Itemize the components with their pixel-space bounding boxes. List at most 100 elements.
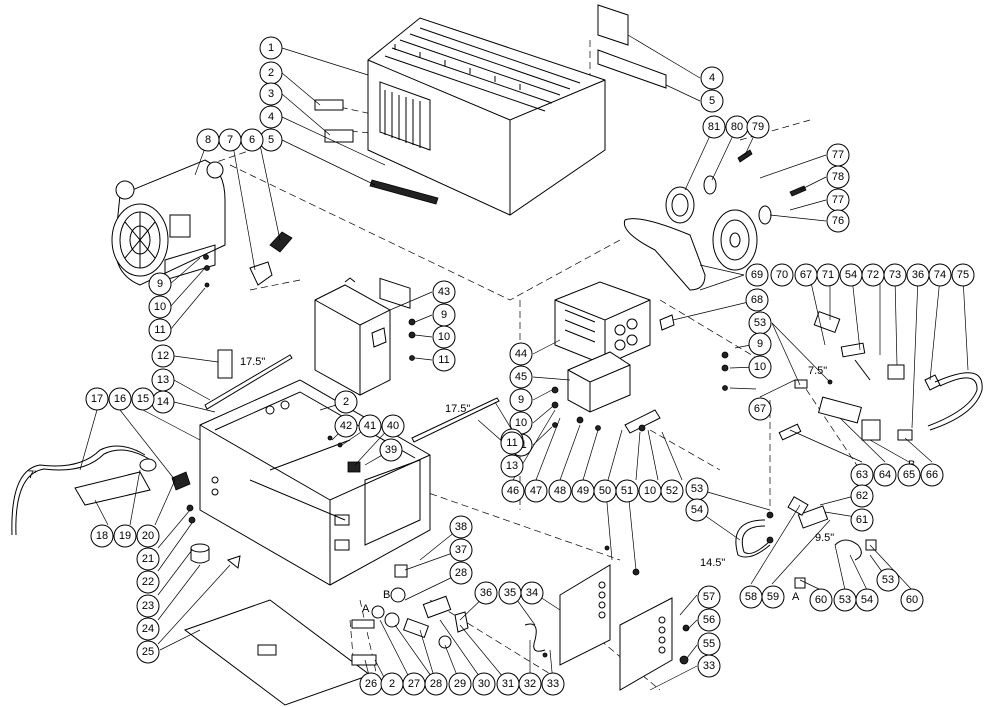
letter-a-right: A: [792, 591, 800, 603]
svg-text:61: 61: [856, 514, 868, 526]
label-5-top: [597, 49, 667, 89]
svg-text:1: 1: [268, 42, 274, 54]
svg-text:69: 69: [751, 269, 763, 281]
svg-text:2: 2: [343, 396, 349, 408]
callout: 10: [432, 325, 456, 349]
svg-text:73: 73: [889, 269, 901, 281]
callout: 73: [883, 263, 907, 287]
callout: 32: [518, 672, 542, 696]
dim-7-5: 7.5": [808, 365, 827, 377]
callout: 10: [148, 295, 172, 319]
svg-text:35: 35: [504, 587, 516, 599]
strain-relief: [269, 231, 293, 253]
rail-left: [204, 354, 293, 410]
hardware: [186, 254, 833, 665]
svg-text:14: 14: [157, 396, 169, 408]
svg-text:77: 77: [832, 149, 844, 161]
callout: 10: [638, 479, 662, 503]
callout: 2: [380, 672, 404, 696]
svg-text:18: 18: [96, 530, 108, 542]
callout: 27: [402, 672, 426, 696]
plumbing: [778, 311, 983, 441]
svg-text:19: 19: [119, 530, 131, 542]
callout: 71: [816, 263, 840, 287]
leader-lines: [79, 34, 969, 691]
callout: 18: [90, 524, 114, 548]
svg-text:37: 37: [455, 544, 467, 556]
callout: 36: [474, 581, 498, 605]
svg-text:64: 64: [879, 469, 891, 481]
callout: 66: [920, 463, 944, 487]
panel-cover: [619, 597, 673, 691]
svg-text:67: 67: [800, 269, 812, 281]
callout: 1: [259, 36, 283, 60]
callout: 68: [745, 288, 769, 312]
svg-text:80: 80: [731, 121, 743, 133]
svg-text:46: 46: [507, 485, 519, 497]
svg-text:6: 6: [249, 134, 255, 146]
callout: 53: [876, 568, 900, 592]
callout: 33: [541, 672, 565, 696]
svg-text:76: 76: [832, 215, 844, 227]
rail-right: [411, 397, 500, 443]
svg-text:2: 2: [268, 67, 274, 79]
callout: 45: [509, 365, 533, 389]
svg-text:42: 42: [340, 420, 352, 432]
pump-mount-plate: [567, 351, 631, 413]
callout: 20: [136, 524, 160, 548]
dim-7-ft: 7': [28, 469, 36, 481]
callout: 79: [746, 115, 770, 139]
bulkhead-fittings: [351, 564, 469, 666]
callout: 3: [259, 82, 283, 106]
svg-text:72: 72: [867, 269, 879, 281]
label-12: [217, 349, 233, 379]
svg-text:13: 13: [157, 374, 169, 386]
svg-text:77: 77: [832, 194, 844, 206]
callout: 64: [873, 463, 897, 487]
svg-text:81: 81: [708, 121, 720, 133]
base-plate-slot: [257, 644, 277, 656]
motor-pulley: [665, 175, 717, 224]
callout: 53: [685, 477, 709, 501]
svg-text:53: 53: [754, 317, 766, 329]
svg-text:36: 36: [480, 587, 492, 599]
callout: 46: [501, 479, 525, 503]
callout: 60: [809, 588, 833, 612]
callout: 16: [108, 387, 132, 411]
pump-head: [554, 281, 651, 366]
svg-text:67: 67: [754, 403, 766, 415]
callout: 28: [449, 561, 473, 585]
svg-text:17: 17: [91, 393, 103, 405]
callout: 53: [748, 311, 772, 335]
svg-text:49: 49: [577, 485, 589, 497]
callout: 74: [928, 263, 952, 287]
svg-text:68: 68: [751, 294, 763, 306]
svg-text:27: 27: [408, 678, 420, 690]
svg-text:38: 38: [455, 521, 467, 533]
svg-text:41: 41: [364, 420, 376, 432]
svg-text:78: 78: [832, 171, 844, 183]
svg-text:56: 56: [703, 614, 715, 626]
callout: 54: [685, 498, 709, 522]
svg-text:65: 65: [903, 469, 915, 481]
callout: 80: [725, 115, 749, 139]
svg-text:2: 2: [389, 678, 395, 690]
svg-text:23: 23: [142, 600, 154, 612]
callout: 39: [379, 438, 403, 462]
callout: 40: [381, 414, 405, 438]
svg-text:30: 30: [478, 678, 490, 690]
svg-text:70: 70: [776, 269, 788, 281]
callout: 70: [770, 263, 794, 287]
cord-grip: [171, 471, 191, 491]
svg-text:26: 26: [365, 678, 377, 690]
callout: 54: [839, 263, 863, 287]
v-belt: [623, 218, 706, 291]
callout: 26: [359, 672, 383, 696]
callout: 33: [697, 654, 721, 678]
callout: 2: [259, 61, 283, 85]
callout: 77: [826, 188, 850, 212]
wire-35: [524, 623, 546, 652]
connector-fitting: [249, 261, 273, 286]
svg-text:5: 5: [709, 95, 715, 107]
svg-text:66: 66: [926, 469, 938, 481]
